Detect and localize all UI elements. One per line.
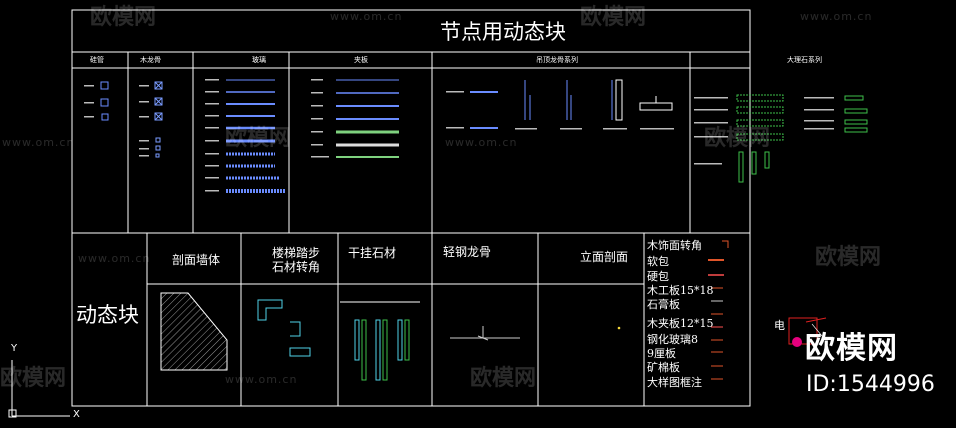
watermark-logo: 欧模网 xyxy=(704,126,771,151)
section-wall-drawing xyxy=(160,292,228,371)
header-glass: 玻璃 xyxy=(252,56,266,64)
material-item: 木饰面转角 xyxy=(647,239,702,252)
material-item: 大样图框注 xyxy=(647,376,702,389)
material-item: 木工板15*18 xyxy=(647,284,714,297)
page-title: 节点用动态块 xyxy=(440,20,566,44)
header-plywood: 夹板 xyxy=(354,56,368,64)
label-light-steel: 轻钢龙骨 xyxy=(443,245,492,259)
watermark-logo: 欧模网 xyxy=(815,245,882,270)
watermark-url: www.om.cn xyxy=(800,10,873,23)
watermark-url: www.om.cn xyxy=(78,252,151,265)
brand-name: 欧模网 xyxy=(805,331,898,366)
conduit-icons xyxy=(100,81,109,121)
electric-label: 电 xyxy=(774,319,785,332)
watermark-logo: 欧模网 xyxy=(470,366,537,391)
ceiling-joist-drawings xyxy=(470,79,673,129)
ucs-icon xyxy=(8,360,70,418)
light-steel-drawing xyxy=(450,326,520,341)
label-section-wall: 剖面墙体 xyxy=(172,253,221,267)
bottom-frame xyxy=(71,232,751,407)
watermark-logo: 欧模网 xyxy=(0,366,67,391)
header-marble: 大理石系列 xyxy=(787,56,822,64)
label-stairs-1: 楼梯踏步 xyxy=(272,246,321,260)
header-wood-joist: 木龙骨 xyxy=(140,56,161,64)
label-dry-stone: 干挂石材 xyxy=(348,246,397,260)
watermark-url: www.om.cn xyxy=(225,373,298,386)
watermark-url: www.om.cn xyxy=(445,136,518,149)
material-item: 9厘板 xyxy=(647,347,676,360)
watermark-logo: 欧模网 xyxy=(90,5,157,30)
material-item: 木夹板12*15 xyxy=(647,317,714,330)
material-swatches xyxy=(708,240,729,380)
plywood-swatches xyxy=(336,79,399,158)
material-item: 软包 xyxy=(647,255,669,268)
dry-stone-drawing xyxy=(340,301,420,381)
header-conduit: 硅管 xyxy=(90,56,104,64)
stairs-drawing xyxy=(257,299,311,357)
brand-id: ID:1544996 xyxy=(806,372,935,397)
material-item: 矿棉板 xyxy=(647,361,680,374)
watermark-url: www.om.cn xyxy=(2,136,75,149)
top-frame xyxy=(71,9,751,234)
header-ceiling-joist: 吊顶龙骨系列 xyxy=(536,56,578,64)
material-item: 石膏板 xyxy=(647,298,680,311)
glass-swatches xyxy=(226,79,285,193)
watermark-url: www.om.cn xyxy=(330,10,403,23)
wood-joist-icons xyxy=(154,81,163,158)
material-item: 硬包 xyxy=(647,270,669,283)
marble-swatches xyxy=(736,94,868,183)
label-stairs-2: 石材转角 xyxy=(272,260,321,274)
axis-x-label: X xyxy=(73,409,80,420)
label-dynamic-block: 动态块 xyxy=(76,303,139,327)
material-item: 钢化玻璃8 xyxy=(647,333,698,346)
electric-block xyxy=(788,317,827,347)
watermark-logo: 欧模网 xyxy=(225,126,292,151)
label-elevation: 立面剖面 xyxy=(580,250,629,264)
watermark-logo: 欧模网 xyxy=(580,5,647,30)
axis-y-label: Y xyxy=(11,343,18,354)
elevation-drawing xyxy=(617,326,621,330)
